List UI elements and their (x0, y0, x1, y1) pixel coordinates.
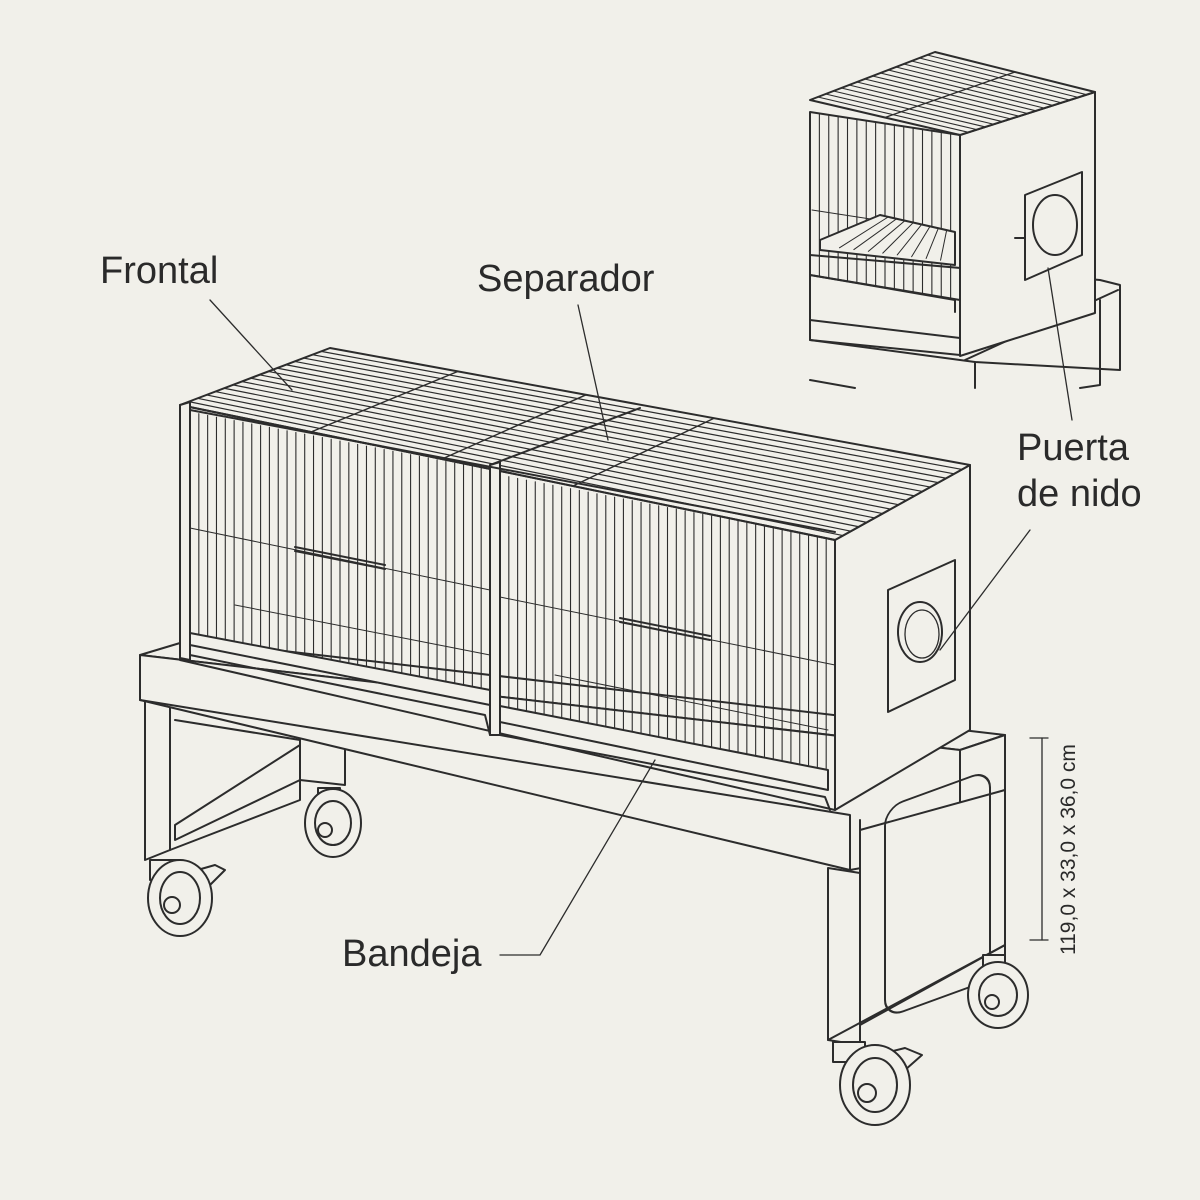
tray-right-lip (499, 721, 831, 811)
stand-right-front-leg (827, 867, 861, 1046)
top-wire-bar (276, 367, 923, 493)
stand-beam-lower (139, 699, 851, 871)
label-puerta-line2: de nido (1017, 473, 1142, 515)
dimension-bracket (1029, 737, 1049, 941)
inset-top-cross (884, 71, 1016, 119)
label-dimensions: 119,0 x 33,0 x 36,0 cm (1057, 744, 1080, 955)
leader-puerta (939, 529, 1031, 651)
label-frontal: Frontal (100, 250, 218, 292)
inset-stand-bottom (809, 379, 856, 389)
top-wire-bar (241, 380, 892, 510)
inset-tray-rail (809, 274, 956, 313)
cage (179, 347, 971, 811)
top-cross-bar (441, 394, 587, 460)
wheel-back-right (967, 954, 1029, 1029)
wheel-front-right (832, 1041, 923, 1126)
wheels (147, 787, 1029, 1126)
leader-lines (209, 267, 1073, 956)
separator-post (489, 461, 501, 736)
inset-tray-bar (882, 222, 914, 254)
cage-top-bars (188, 350, 963, 537)
stand-left-side-inner (174, 719, 301, 741)
top-wire-bar (232, 384, 884, 515)
inset-tray (819, 214, 956, 266)
top-cross-bar (310, 370, 459, 433)
inset-tray-bar (925, 227, 939, 259)
top-wire-bar (214, 390, 868, 523)
tray-left (189, 632, 491, 706)
top-wire-bar (285, 364, 931, 488)
inset-tray-bars (838, 216, 948, 261)
label-puerta-line1: Puerta (1017, 427, 1130, 469)
label-separador: Separador (477, 258, 655, 300)
inset-cage-front (809, 111, 961, 301)
floor-bar (234, 604, 491, 656)
cage-front-bars (189, 413, 836, 769)
leader-frontal (209, 299, 293, 391)
wheel-back-left (304, 787, 362, 858)
stand-right-leg-cutout (884, 774, 991, 1014)
inset-top-bars (817, 54, 1088, 133)
perch-right (619, 617, 711, 637)
top-cross-bar (572, 417, 715, 487)
tray-left-lip (189, 644, 491, 736)
inset-tray-bar (853, 218, 898, 251)
inset-nest-hole (1032, 194, 1078, 256)
separator-top-edge (489, 407, 641, 466)
nest-hole (897, 601, 943, 663)
inset-stand-leg-side (1079, 299, 1101, 389)
tray-right (499, 705, 829, 791)
top-wire-bar (320, 350, 963, 471)
wheel-front-left (147, 859, 226, 937)
top-front-rail (189, 409, 836, 533)
inset-tray-bar (838, 216, 889, 249)
top-wire-bar (223, 387, 876, 519)
leader-separador (577, 304, 609, 441)
perch-left (294, 546, 386, 566)
top-wire-bar (249, 377, 900, 506)
top-wire-bar (311, 354, 955, 475)
label-bandeja: Bandeja (342, 933, 482, 975)
inset-tray-bar (911, 225, 931, 258)
top-wire-bar (302, 357, 947, 479)
stand-right-bottom (827, 944, 1006, 1041)
top-wire-bar (294, 360, 939, 484)
stand-left-front-leg (144, 699, 171, 861)
top-wire-bar (258, 374, 908, 501)
inset-tray-bar (867, 220, 906, 252)
leader-puerta-inset (1047, 267, 1073, 421)
leader-bandeja (499, 759, 656, 956)
top-wire-bar (197, 397, 852, 532)
corner-post (179, 401, 191, 661)
inset-tray-bar (896, 223, 923, 256)
inset-detail (809, 51, 1121, 389)
floor-bar (554, 674, 829, 731)
top-wire-bar (205, 394, 860, 528)
top-wire-bar (267, 370, 916, 497)
inset-tray-bar (940, 229, 948, 261)
